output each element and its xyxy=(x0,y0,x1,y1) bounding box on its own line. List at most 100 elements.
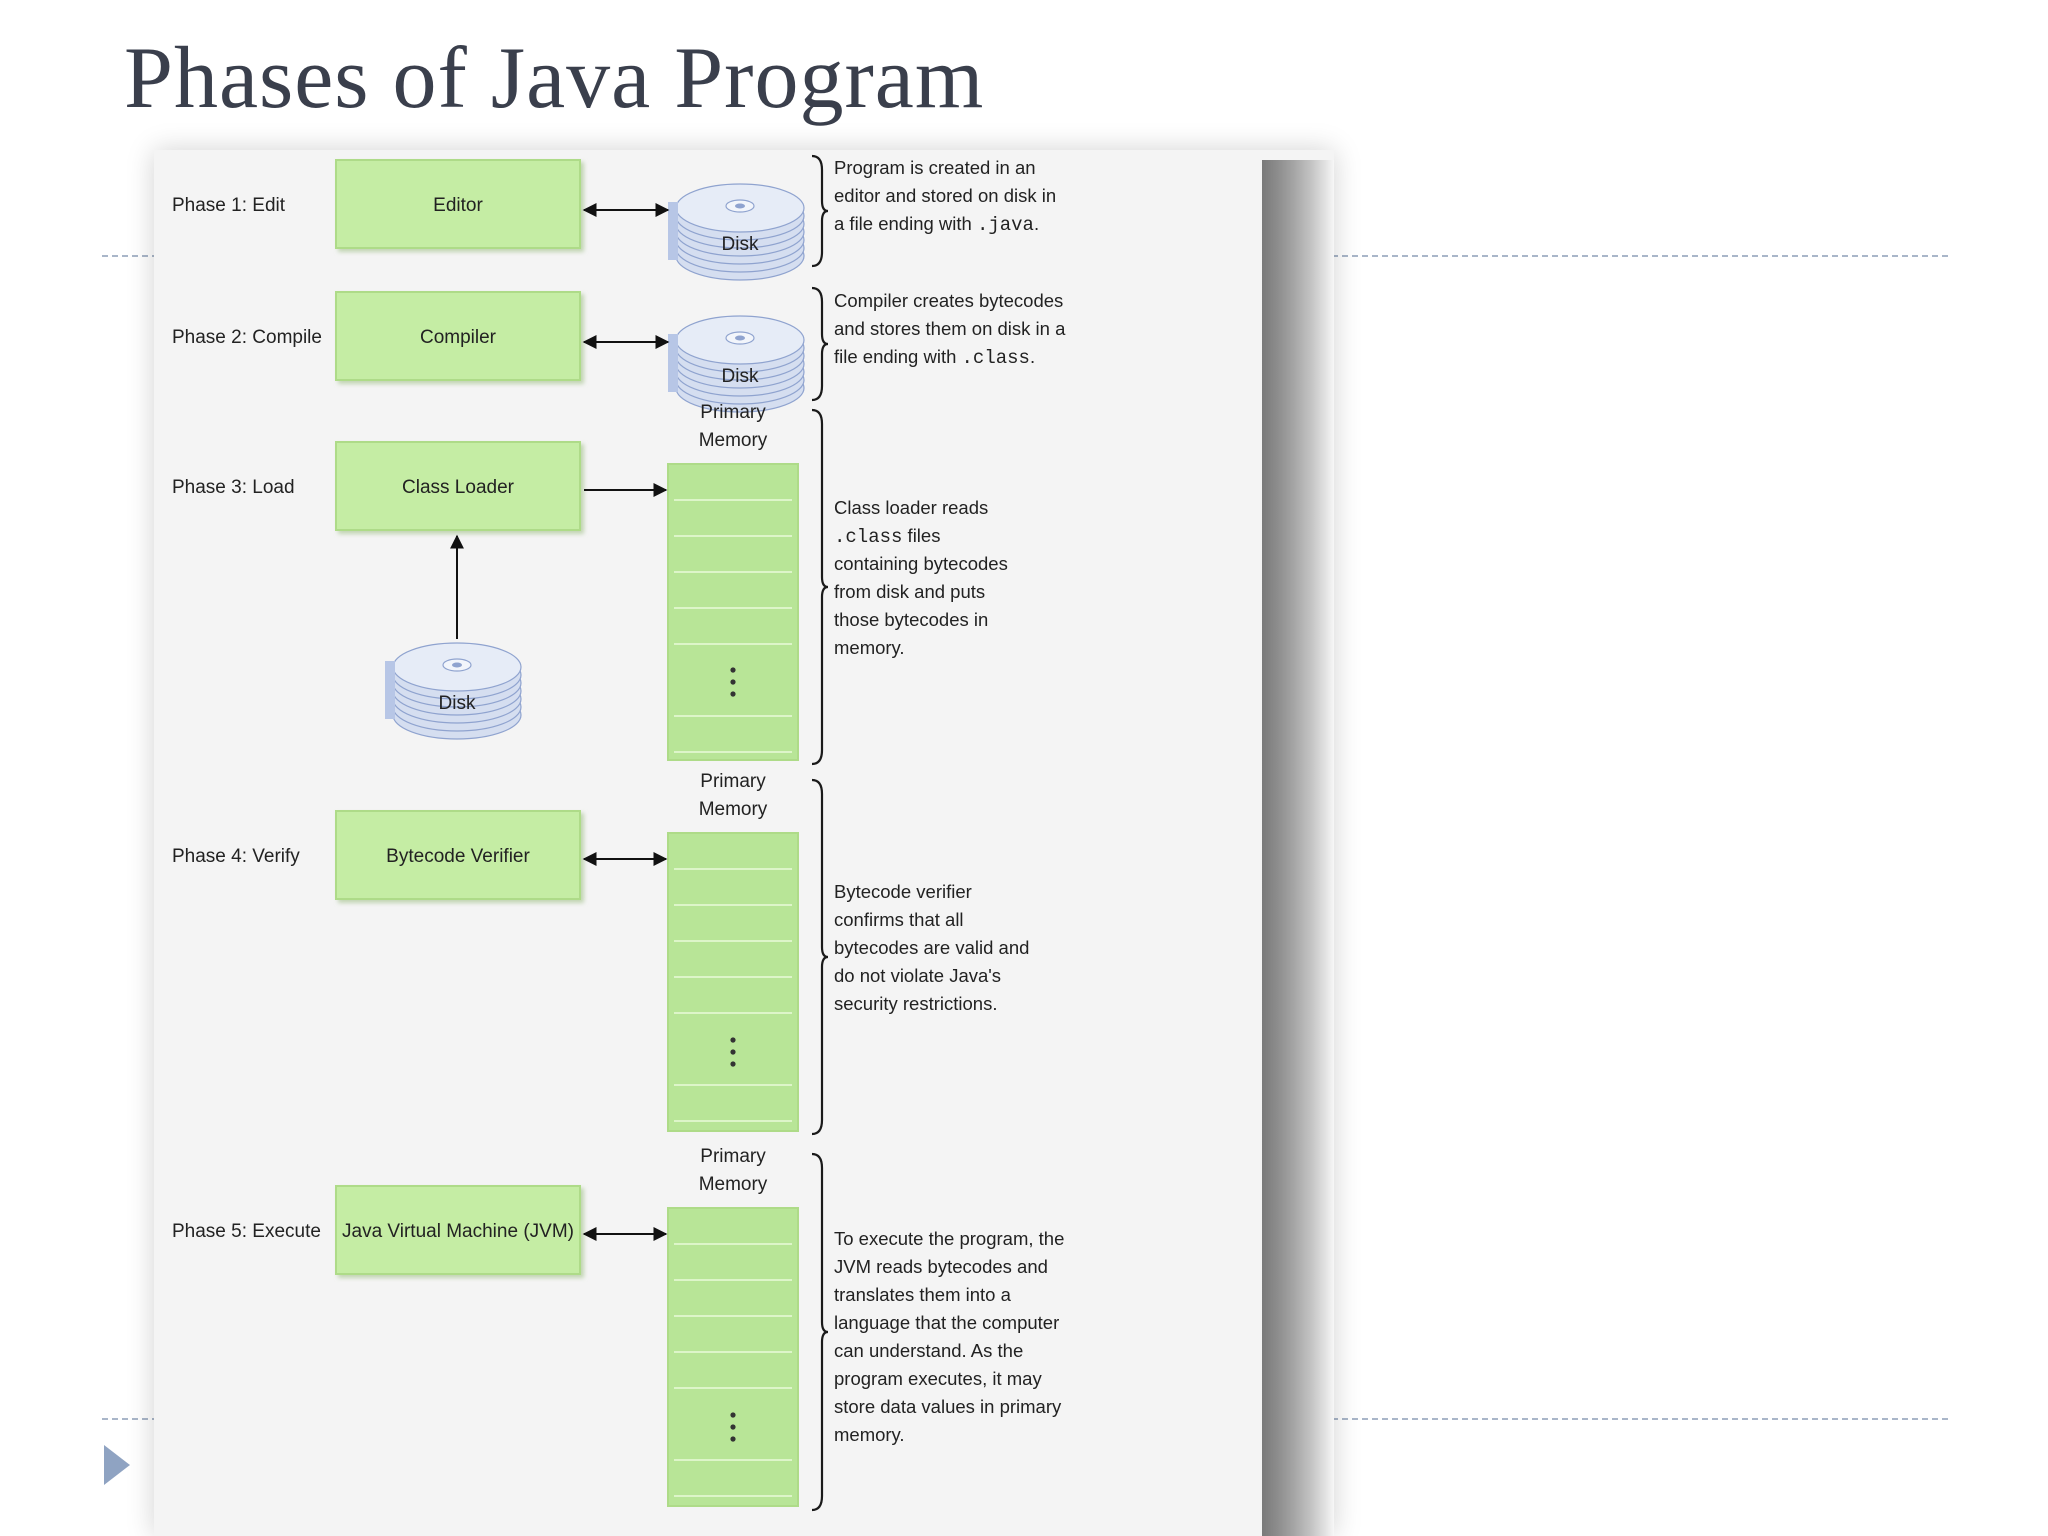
disk-side xyxy=(385,661,395,719)
description-text: To execute the program, the xyxy=(834,1228,1064,1249)
disk-label: Disk xyxy=(722,366,759,387)
description-line: a file ending with .java. xyxy=(834,213,1039,236)
description-text: Bytecode verifier xyxy=(834,881,972,902)
description-text: program executes, it may xyxy=(834,1368,1042,1389)
description-line: language that the computer xyxy=(834,1312,1059,1333)
description-text: security restrictions. xyxy=(834,993,997,1014)
description-line: can understand. As the xyxy=(834,1340,1023,1361)
description-line: security restrictions. xyxy=(834,993,997,1014)
description-line: bytecodes are valid and xyxy=(834,937,1029,958)
description-line: program executes, it may xyxy=(834,1368,1042,1389)
disk-side xyxy=(668,334,678,392)
memory-label-line: Memory xyxy=(699,1174,768,1195)
disk-label: Disk xyxy=(722,234,759,255)
memory-block xyxy=(667,463,799,761)
description-line: To execute the program, the xyxy=(834,1228,1064,1249)
phase-box-label: Compiler xyxy=(420,327,497,348)
memory-ellipsis-dot xyxy=(730,1037,736,1043)
phase-description: Compiler creates bytecodes and stores the… xyxy=(834,290,1066,369)
phase-label: Phase 4: Verify xyxy=(172,846,300,867)
description-text: JVM reads bytecodes and xyxy=(834,1256,1048,1277)
slide-bullet-arrow-icon[interactable] xyxy=(104,1445,130,1485)
description-line: JVM reads bytecodes and xyxy=(834,1256,1048,1277)
description-text: . xyxy=(1030,346,1035,367)
description-line: confirms that all xyxy=(834,909,964,930)
description-text: Compiler creates bytecodes xyxy=(834,290,1063,311)
description-text: Class loader reads xyxy=(834,497,988,518)
phase-box xyxy=(335,291,581,381)
memory-ellipsis-dot xyxy=(730,1424,736,1430)
memory-ellipsis-dot xyxy=(730,691,736,697)
description-text: do not violate Java's xyxy=(834,965,1001,986)
description-line: editor and stored on disk in xyxy=(834,185,1056,206)
description-line: Class loader reads xyxy=(834,497,988,518)
description-line: and stores them on disk in a xyxy=(834,318,1066,339)
description-text: language that the computer xyxy=(834,1312,1059,1333)
description-brace xyxy=(811,154,829,268)
phase-description: Bytecode verifier confirms that all byteco… xyxy=(834,881,1029,1014)
phase-box xyxy=(335,441,581,531)
description-text: containing bytecodes xyxy=(834,553,1008,574)
phase-label: Phase 1: Edit xyxy=(172,195,286,216)
description-line: do not violate Java's xyxy=(834,965,1001,986)
memory-label-line: Memory xyxy=(699,799,768,820)
memory-ellipsis-dot xyxy=(730,1049,736,1055)
description-text: can understand. As the xyxy=(834,1340,1023,1361)
description-line: containing bytecodes xyxy=(834,553,1008,574)
disk-icon: Disk xyxy=(668,183,805,281)
description-line: those bytecodes in xyxy=(834,609,988,630)
description-line: .class files xyxy=(834,525,940,548)
description-text: translates them into a xyxy=(834,1284,1012,1305)
memory-label-line: Primary xyxy=(700,402,766,423)
memory-label-line: Primary xyxy=(700,771,766,792)
memory-block xyxy=(667,1207,799,1507)
disk-icon: Disk xyxy=(668,315,805,413)
disk-label: Disk xyxy=(439,693,476,714)
description-text: Program is created in an xyxy=(834,157,1036,178)
memory-label-line: Primary xyxy=(700,1146,766,1167)
description-text: file ending with xyxy=(834,346,962,367)
description-line: from disk and puts xyxy=(834,581,985,602)
phase-box-label: Bytecode Verifier xyxy=(386,846,530,867)
phase-box xyxy=(335,159,581,249)
description-text: from disk and puts xyxy=(834,581,985,602)
description-line: Bytecode verifier xyxy=(834,881,972,902)
memory-ellipsis-dot xyxy=(730,1436,736,1442)
description-text: bytecodes are valid and xyxy=(834,937,1029,958)
memory-ellipsis-dot xyxy=(730,667,736,673)
description-line: translates them into a xyxy=(834,1284,1012,1305)
figure-edge-shadow xyxy=(1262,160,1334,1536)
phase-description: Program is created in an editor and store… xyxy=(834,157,1056,236)
description-line: file ending with .class. xyxy=(834,346,1035,369)
phase-label: Phase 3: Load xyxy=(172,477,295,498)
description-text: editor and stored on disk in xyxy=(834,185,1056,206)
description-line: store data values in primary xyxy=(834,1396,1062,1417)
description-line: Program is created in an xyxy=(834,157,1036,178)
description-brace xyxy=(811,286,829,402)
phase-box-label: Java Virtual Machine (JVM) xyxy=(342,1221,574,1242)
description-text: . xyxy=(1034,213,1039,234)
memory-block xyxy=(667,832,799,1132)
code-text: .class xyxy=(962,347,1030,369)
phase-box xyxy=(335,810,581,900)
memory-ellipsis-dot xyxy=(730,1061,736,1067)
memory-label-line: Memory xyxy=(699,430,768,451)
description-line: memory. xyxy=(834,1424,905,1445)
disk-hub-center xyxy=(452,662,462,668)
phase-box xyxy=(335,1185,581,1275)
memory-ellipsis-dot xyxy=(730,1412,736,1418)
description-text: a file ending with xyxy=(834,213,977,234)
description-text: memory. xyxy=(834,637,905,658)
description-text: those bytecodes in xyxy=(834,609,988,630)
description-line: memory. xyxy=(834,637,905,658)
description-brace xyxy=(811,1152,829,1512)
